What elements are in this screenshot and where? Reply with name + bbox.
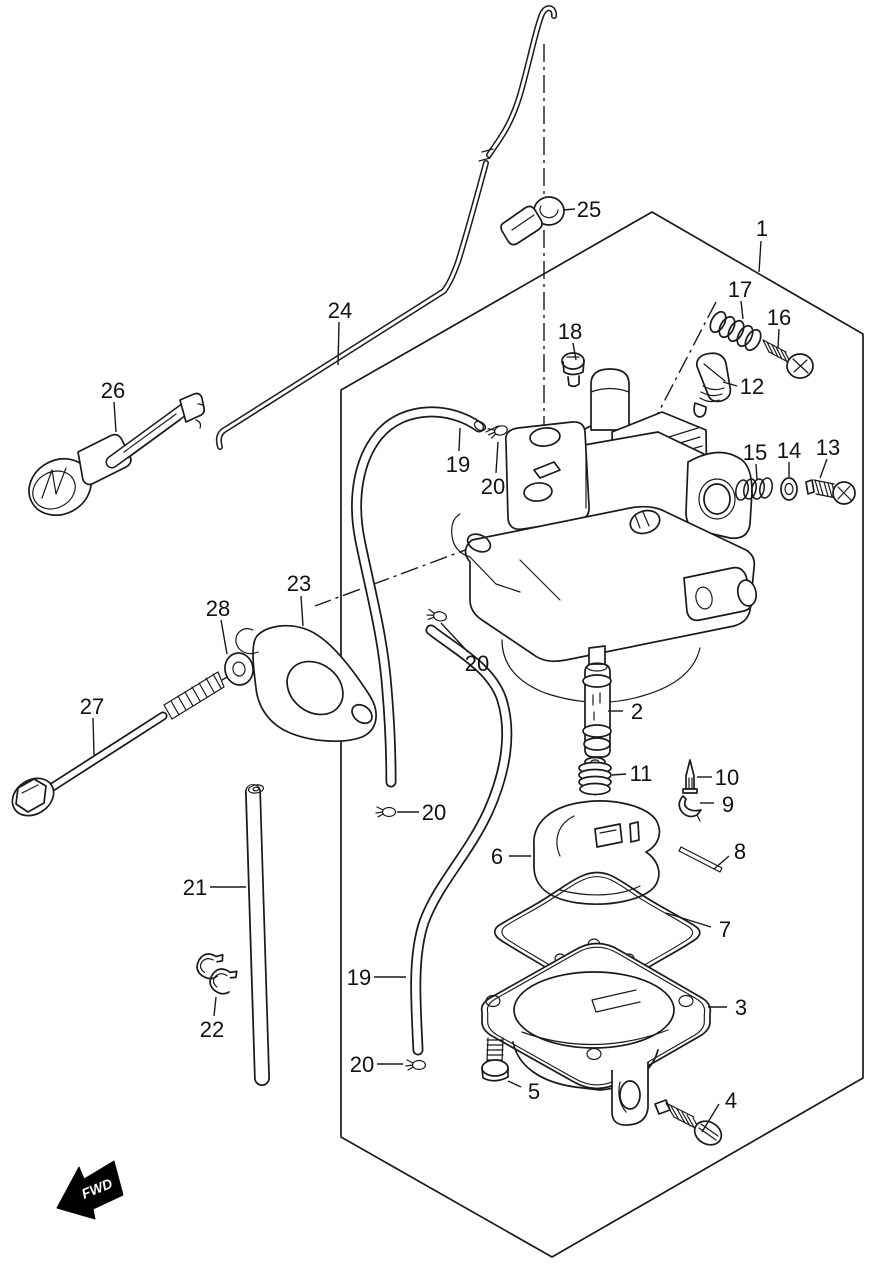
callout-number: 25 — [577, 197, 601, 222]
callout-leader — [113, 401, 117, 433]
callout-number: 11 — [630, 761, 653, 786]
fwd-arrow: FWD — [56, 1160, 124, 1220]
main-jet — [578, 756, 612, 796]
fuel-hose-lower — [410, 624, 513, 1056]
callout-leader — [665, 912, 712, 928]
callout-leader — [562, 208, 576, 211]
needle-clip — [678, 795, 702, 822]
callout-number: 22 — [200, 1017, 224, 1042]
callout-number: 12 — [740, 374, 764, 399]
callout-leader — [458, 427, 461, 452]
throttle-spring — [706, 308, 765, 354]
mounting-plate-outline — [340, 211, 864, 1258]
callout-number: 15 — [743, 440, 767, 465]
callout-leader — [440, 622, 469, 653]
callout-leader — [611, 773, 627, 776]
callout-leader — [777, 328, 780, 349]
callout-leader — [713, 855, 730, 870]
callout-number: 14 — [777, 438, 801, 463]
throttle-stop-screw — [762, 339, 814, 379]
callout-leader — [507, 1080, 522, 1088]
callout-number: 20 — [422, 800, 446, 825]
callout-number: 23 — [287, 571, 311, 596]
callout-labels: 1234567891011121314151617181920201920202… — [80, 197, 840, 1113]
idle-adjust-screw — [805, 479, 856, 505]
callout-number: 20 — [350, 1052, 374, 1077]
callout-number: 3 — [735, 995, 747, 1020]
float-bowl — [480, 942, 712, 1126]
callout-leader — [495, 441, 499, 474]
callout-number: 13 — [816, 435, 840, 460]
idle-washer — [780, 477, 798, 501]
pipe-clamps — [194, 949, 239, 998]
callout-number: 7 — [719, 917, 731, 942]
choke-knob — [28, 392, 205, 517]
callout-leader — [755, 463, 758, 481]
choke-rod — [215, 5, 558, 450]
top-screw — [561, 352, 585, 388]
drain-screw — [654, 1099, 723, 1146]
callout-leader — [572, 342, 577, 361]
callout-number: 16 — [767, 305, 791, 330]
callout-number: 26 — [101, 378, 125, 403]
callout-leader — [213, 996, 217, 1017]
callout-number: 4 — [725, 1088, 737, 1113]
callout-number: 28 — [206, 596, 230, 621]
callout-leader — [701, 1103, 720, 1133]
callout-number: 9 — [722, 792, 734, 817]
callout-number: 17 — [728, 277, 752, 302]
pilot-screw — [693, 352, 732, 418]
callout-number: 8 — [734, 839, 746, 864]
callout-number: 19 — [347, 965, 371, 990]
callout-leader — [92, 717, 95, 756]
callout-number: 5 — [528, 1079, 540, 1104]
callout-number: 2 — [631, 699, 643, 724]
bowl-screw — [481, 1037, 509, 1082]
callout-number: 18 — [558, 319, 582, 344]
needle-valve — [682, 759, 698, 794]
mounting-bolt — [11, 671, 225, 817]
insulator-flange — [235, 624, 377, 742]
callout-number: 10 — [715, 765, 739, 790]
callout-leader — [220, 619, 228, 655]
centerline-flange-alignment — [314, 545, 477, 607]
callout-number: 19 — [446, 452, 470, 477]
callout-number: 21 — [183, 875, 207, 900]
callout-leader — [722, 381, 738, 387]
carburetor-body — [451, 368, 758, 703]
fuel-hose-upper — [351, 406, 487, 788]
callout-number: 27 — [80, 694, 104, 719]
callout-number: 24 — [328, 298, 352, 323]
main-nozzle — [582, 662, 612, 758]
callout-leader — [819, 458, 828, 479]
callout-leader — [300, 595, 304, 627]
callout-number: 1 — [756, 216, 768, 241]
callout-leader — [758, 240, 762, 273]
float-pin — [678, 846, 723, 873]
callout-number: 20 — [481, 474, 505, 499]
float — [533, 800, 661, 905]
cable-clamp — [500, 196, 565, 246]
fuel-pipe — [245, 784, 270, 1086]
callout-leader — [740, 300, 744, 320]
callout-number: 6 — [491, 844, 503, 869]
callout-number: 20 — [465, 651, 489, 676]
callout-leader — [337, 321, 340, 366]
callout-leaders — [92, 208, 828, 1133]
